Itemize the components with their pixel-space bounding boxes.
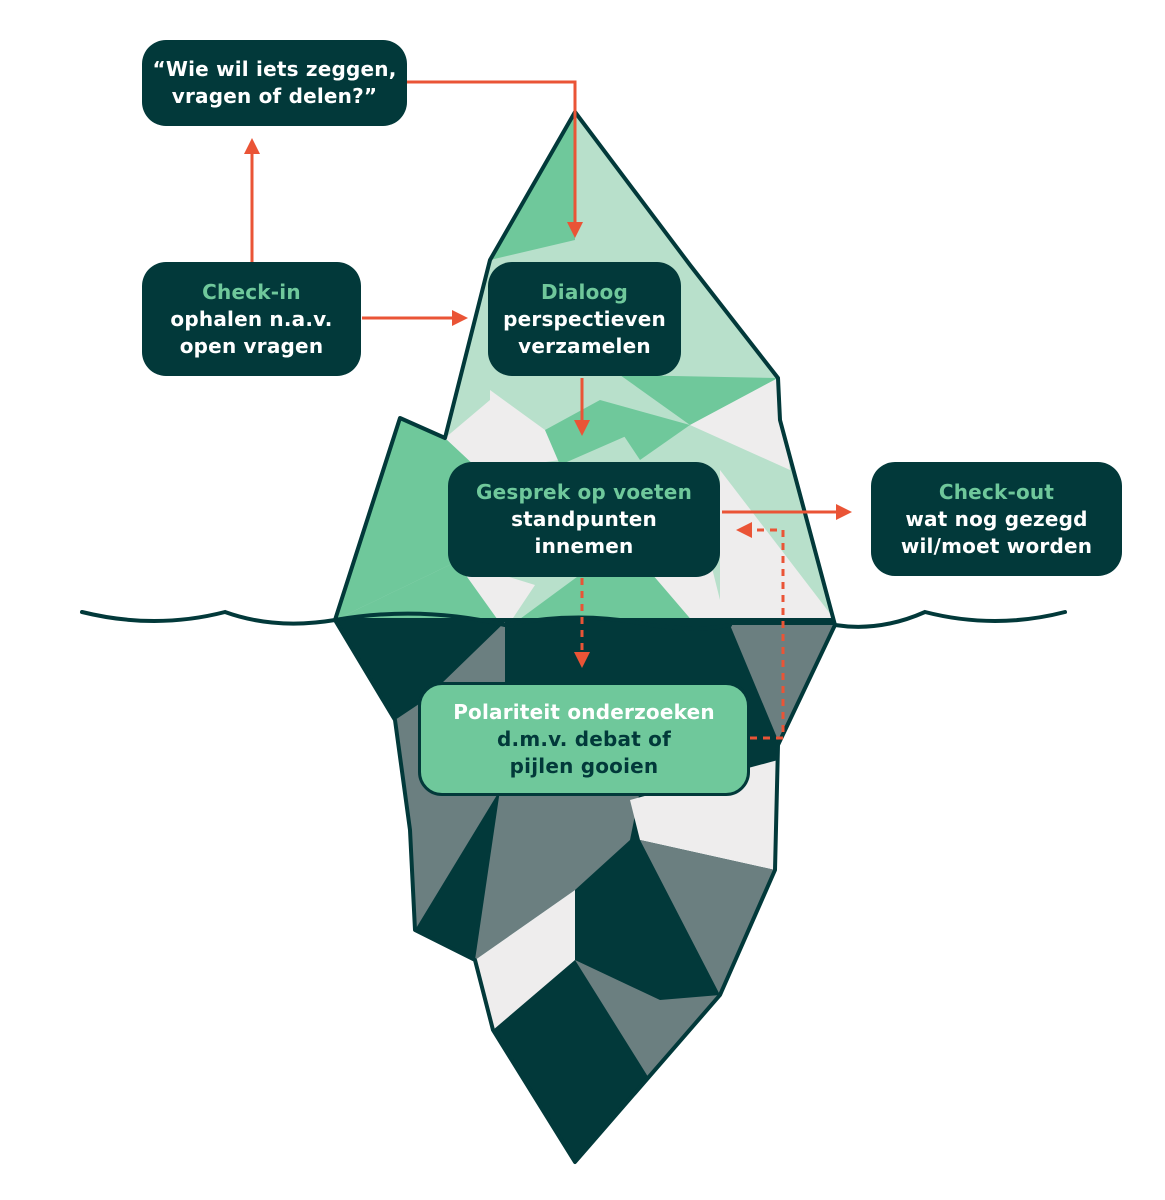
arrowhead-gesprek: [574, 420, 590, 436]
polariteit-line2: pijlen gooien: [509, 753, 659, 778]
checkout-line2: wil/moet worden: [900, 533, 1093, 558]
dialoog-line2: verzamelen: [518, 333, 651, 358]
dialoog-title: Dialoog: [540, 279, 628, 304]
edges: [250, 80, 838, 740]
question-line2: vragen of delen?”: [171, 84, 378, 108]
dialoog-line1: perspectieven: [503, 306, 666, 331]
gesprek-line2: innemen: [534, 534, 634, 558]
arrowhead-polariteit: [574, 652, 590, 668]
water-line-middle: [334, 611, 506, 627]
water-line: [80, 609, 1067, 631]
dialoog-box: Dialoog perspectieven verzamelen: [488, 262, 681, 376]
polariteit-line1: d.m.v. debat of: [497, 726, 671, 751]
edge-polariteit-gesprek: [750, 528, 785, 740]
arrowhead-dialoog-top: [567, 222, 583, 238]
arrowheads: [244, 138, 852, 668]
checkout-box: Check-out wat nog gezegd wil/moet worden: [871, 462, 1122, 576]
arrowhead-dialoog-left: [452, 310, 468, 326]
checkin-title: Check-in: [202, 279, 301, 304]
iceberg-outline: [333, 110, 837, 1164]
arrowhead-question: [244, 138, 260, 154]
gesprek-box: Gesprek op voeten standpunten innemen: [448, 462, 720, 577]
arrowhead-checkout: [836, 504, 852, 520]
polariteit-title: Polariteit onderzoeken: [453, 699, 715, 724]
polariteit-box: Polariteit onderzoeken d.m.v. debat of p…: [418, 682, 750, 796]
question-line1: “Wie wil iets zeggen,: [152, 57, 397, 81]
checkin-line1: ophalen n.a.v.: [170, 306, 333, 331]
edge-question-dialoog: [405, 80, 577, 225]
gesprek-line1: standpunten: [511, 507, 657, 531]
arrowhead-gesprek-return: [736, 522, 752, 538]
question-box: “Wie wil iets zeggen, vragen of delen?”: [142, 40, 407, 126]
checkin-box: Check-in ophalen n.a.v. open vragen: [142, 262, 361, 376]
gesprek-title: Gesprek op voeten: [475, 480, 693, 504]
checkout-line1: wat nog gezegd: [905, 506, 1088, 531]
checkout-title: Check-out: [938, 479, 1055, 504]
checkin-line2: open vragen: [179, 333, 324, 358]
